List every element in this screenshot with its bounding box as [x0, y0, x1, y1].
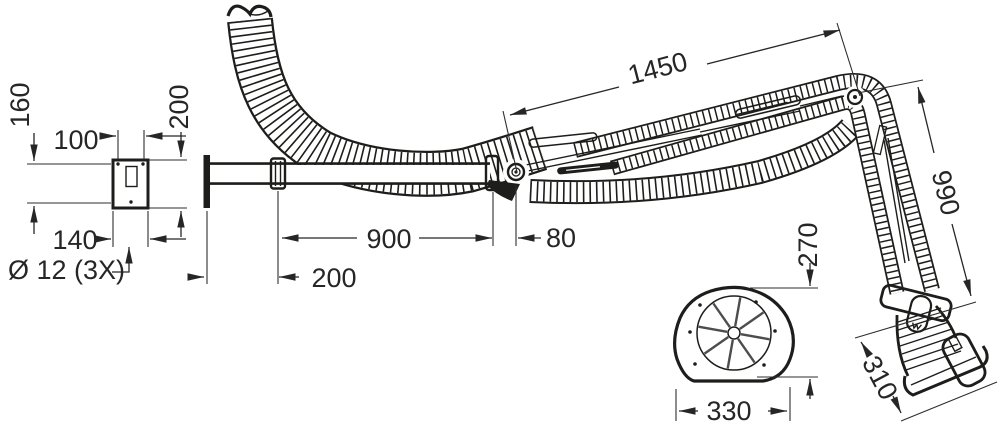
hood-front-view [673, 285, 795, 383]
dim-label-100: 100 [53, 125, 98, 155]
hood-cuff [879, 283, 953, 323]
hose-open-end [226, 4, 273, 18]
hood-outline [673, 285, 795, 383]
pivot-bracket [487, 180, 520, 201]
bracket-hole [141, 162, 145, 166]
dim-label-200-height: 200 [164, 84, 194, 129]
strut-rod [520, 128, 701, 167]
dim-1450 [509, 86, 620, 116]
dim-label-990: 990 [926, 167, 966, 218]
dim-label-140: 140 [52, 225, 97, 255]
hood-flange-bracket [941, 332, 987, 388]
bracket-slot [125, 165, 138, 188]
support-tube [203, 154, 500, 208]
lower-arm-strut [872, 124, 888, 156]
hood-inlet-circle [696, 295, 772, 371]
dim-label-holes: Ø 12 (3X) [8, 255, 125, 285]
hood-screw-holes [688, 300, 777, 367]
dim-label-900: 900 [366, 224, 411, 254]
hood-flare-ribs [897, 307, 962, 371]
arm-hose-bands [530, 81, 932, 293]
strut-rod [522, 134, 703, 173]
hood-hub [727, 326, 741, 340]
extension-lines [27, 22, 998, 422]
dim-label-1450: 1450 [625, 46, 691, 90]
bracket-hole [116, 162, 120, 166]
dim-label-80: 80 [546, 223, 576, 253]
tube-collar [269, 157, 287, 190]
bracket-hole [129, 200, 133, 204]
flex-hose-upper-section [226, 4, 540, 174]
hood-mouth-rim [902, 345, 989, 397]
dim-310 [860, 341, 873, 358]
dim-label-330: 330 [706, 396, 751, 426]
tube-end-plate [484, 154, 500, 192]
hood-grille-spokes [698, 297, 770, 369]
hood-side-view [879, 283, 989, 397]
dim-label-270: 270 [793, 222, 823, 267]
dim-label-200-offset: 200 [311, 263, 356, 293]
elbow-joint [844, 86, 866, 108]
arm-support-mechanism [520, 95, 910, 264]
pivot-joint [487, 159, 529, 201]
gas-spring-upper [528, 132, 598, 148]
dim-990 [917, 86, 935, 154]
wall-flange [203, 155, 210, 208]
dim-label-310: 310 [856, 351, 904, 405]
dim-label-160: 160 [5, 82, 35, 127]
mounting-bracket-view [111, 158, 150, 210]
holes-leader [112, 247, 133, 273]
dimension-lines [30, 29, 972, 415]
bracket-plate [111, 158, 150, 210]
